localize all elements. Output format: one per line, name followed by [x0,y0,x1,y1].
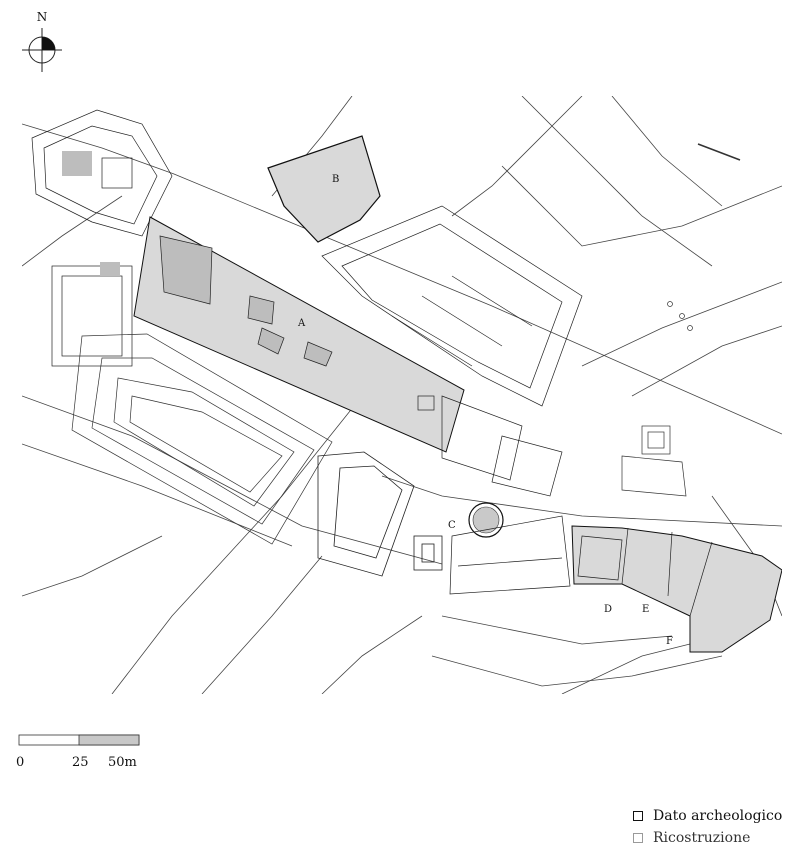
north-compass: N [18,10,66,76]
scale-bar-graphic [18,734,140,746]
legend-label-reconstruction: Ricostruzione [653,830,751,846]
site-label-d: D [604,604,612,615]
scale-bar [18,733,140,773]
legend-swatch-reconstruction [633,833,643,843]
legend-item-reconstruction: Ricostruzione [633,827,798,849]
compass-rose-icon [22,28,62,72]
site-label-f: F [666,636,673,647]
scale-tick-25: 25 [72,755,89,770]
legend-item-archaeological: Dato archeologico [633,805,798,827]
site-label-a: A [297,318,306,329]
site-label-b: B [332,174,339,185]
site-label-c: C [448,520,456,531]
legend-label-archaeological: Dato archeologico [653,808,783,824]
legend: Dato archeologico Ricostruzione [633,805,798,849]
scale-tick-50: 50m [108,755,137,770]
site-label-e: E [642,604,649,615]
legend-swatch-archaeological [633,811,643,821]
archaeological-site-map: A B C D E F [22,96,782,694]
north-label: N [36,10,48,24]
scale-tick-0: 0 [16,755,25,770]
